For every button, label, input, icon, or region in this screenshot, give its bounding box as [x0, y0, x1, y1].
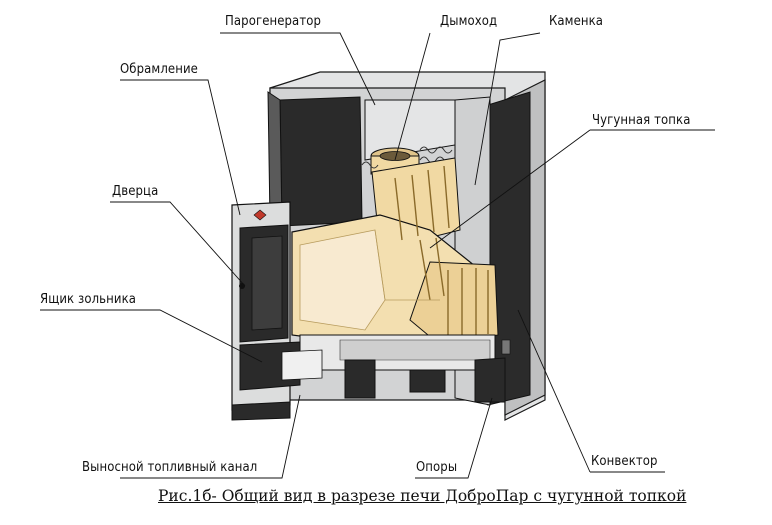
ash-box	[239, 341, 323, 391]
label-door: Дверца	[112, 184, 159, 199]
figure-caption: Рис.1б- Общий вид в разрезе печи ДоброПа…	[158, 487, 687, 505]
grate-area	[299, 334, 496, 371]
label-remote-fuel-channel: Выносной топливный канал	[82, 460, 258, 475]
label-cast-iron-firebox: Чугунная топка	[592, 113, 691, 128]
label-chimney: Дымоход	[440, 14, 498, 29]
heater-back-panel	[364, 99, 456, 161]
leader-lines	[40, 32, 715, 479]
label-frame: Обрамление	[120, 62, 198, 77]
door	[239, 224, 289, 343]
supports	[231, 357, 506, 421]
steam-generator-panel	[267, 91, 363, 227]
label-steam-generator: Парогенератор	[225, 14, 322, 29]
label-convector: Конвектор	[591, 454, 658, 469]
label-ash-box: Ящик зольника	[40, 292, 137, 307]
label-heater: Каменка	[549, 14, 604, 29]
label-supports: Опоры	[416, 460, 458, 475]
